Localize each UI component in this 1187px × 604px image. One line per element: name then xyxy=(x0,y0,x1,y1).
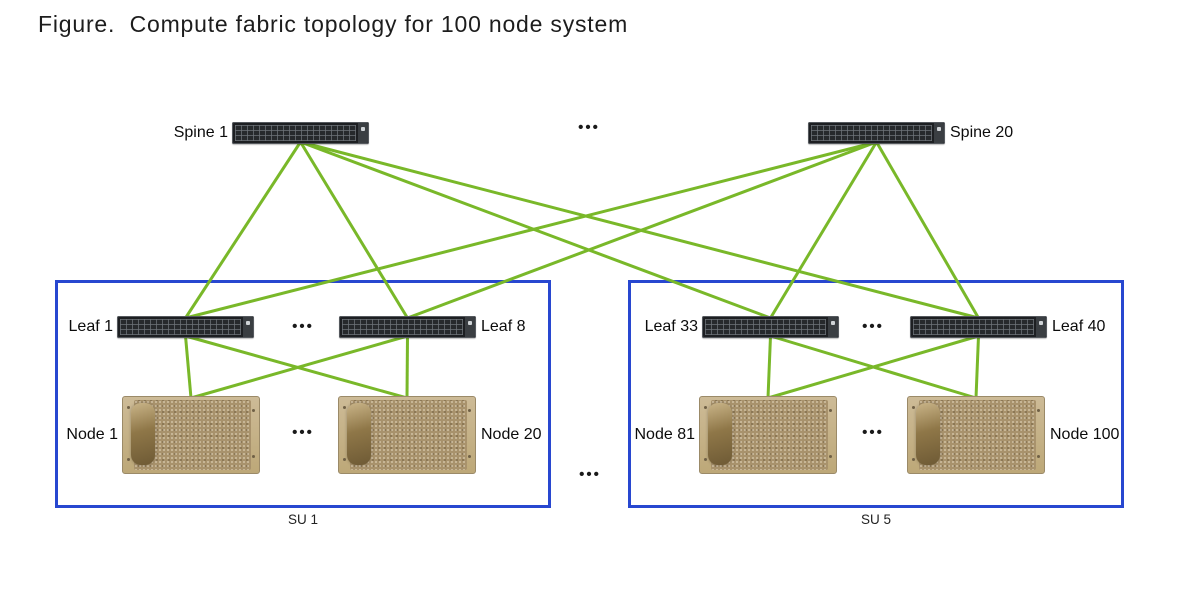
switch-end-cap xyxy=(465,317,475,337)
leaf-ellipsis-su5: ••• xyxy=(862,318,884,335)
node-81-label: Node 81 xyxy=(634,426,696,443)
su-1-label: SU 1 xyxy=(287,512,318,527)
nvidia-logo-strip xyxy=(708,403,732,465)
chassis-screws xyxy=(912,406,915,409)
node-100-chassis-icon xyxy=(907,396,1045,474)
node-81-chassis-icon xyxy=(699,396,837,474)
node-ellipsis-su1: ••• xyxy=(292,424,314,441)
nvidia-logo-strip xyxy=(131,403,155,465)
leaf-1-label: Leaf 1 xyxy=(68,318,113,335)
leaf-33-row: Leaf 33 xyxy=(632,316,839,338)
node-1-label: Node 1 xyxy=(66,426,118,443)
switch-ports xyxy=(811,125,932,141)
spine-1-switch-icon xyxy=(232,122,369,144)
node-20-label: Node 20 xyxy=(481,426,542,443)
leaf-8-switch-icon xyxy=(339,316,476,338)
leaf-40-label: Leaf 40 xyxy=(1052,318,1106,335)
leaf-1-switch-icon xyxy=(117,316,254,338)
leaf-33-switch-icon xyxy=(702,316,839,338)
switch-end-cap xyxy=(934,123,944,143)
spine-1-label: Spine 1 xyxy=(173,124,228,141)
leaf-40-switch-icon xyxy=(910,316,1047,338)
switch-end-cap xyxy=(243,317,253,337)
node-100-label: Node 100 xyxy=(1050,426,1120,443)
leaf-40-row: Leaf 40 xyxy=(910,316,1105,338)
node-81-row: Node 81 xyxy=(630,396,837,474)
node-1-row: Node 1 xyxy=(58,396,260,474)
spine-1-row: Spine 1 xyxy=(160,122,369,144)
switch-end-cap xyxy=(358,123,368,143)
switch-ports xyxy=(342,319,463,335)
chassis-screws xyxy=(127,406,130,409)
nvidia-logo-strip xyxy=(916,403,940,465)
node-20-row: Node 20 xyxy=(338,396,542,474)
chassis-screws xyxy=(343,406,346,409)
leaf-33-label: Leaf 33 xyxy=(644,318,698,335)
spine-20-row: Spine 20 xyxy=(808,122,1013,144)
spine-20-label: Spine 20 xyxy=(950,124,1014,141)
su-ellipsis: ••• xyxy=(579,466,601,483)
spine-ellipsis: ••• xyxy=(578,119,600,136)
chassis-screws xyxy=(704,406,707,409)
su-5-label: SU 5 xyxy=(860,512,891,527)
switch-ports xyxy=(120,319,241,335)
figure-title: Figure. Compute fabric topology for 100 … xyxy=(38,11,629,37)
leaf-8-row: Leaf 8 xyxy=(339,316,525,338)
leaf-1-row: Leaf 1 xyxy=(61,316,254,338)
leaf-ellipsis-su1: ••• xyxy=(292,318,314,335)
leaf-8-label: Leaf 8 xyxy=(481,318,526,335)
switch-ports xyxy=(235,125,356,141)
node-20-chassis-icon xyxy=(338,396,476,474)
nvidia-logo-strip xyxy=(347,403,371,465)
node-ellipsis-su5: ••• xyxy=(862,424,884,441)
switch-ports xyxy=(705,319,826,335)
switch-ports xyxy=(913,319,1034,335)
node-100-row: Node 100 xyxy=(907,396,1119,474)
spine-20-switch-icon xyxy=(808,122,945,144)
node-1-chassis-icon xyxy=(122,396,260,474)
switch-end-cap xyxy=(1036,317,1046,337)
switch-end-cap xyxy=(828,317,838,337)
